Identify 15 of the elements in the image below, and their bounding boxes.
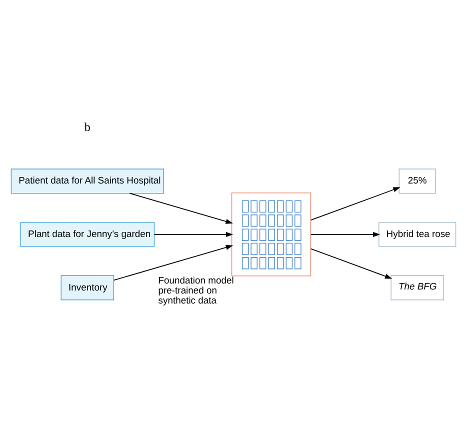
node-box: Plant data for Jenny’s garden xyxy=(20,221,155,246)
arrow xyxy=(310,186,400,220)
node-box: Hybrid tea rose xyxy=(378,221,456,246)
node-box: 25% xyxy=(398,168,436,194)
arrow xyxy=(154,231,234,236)
node-box: Inventory xyxy=(60,274,114,300)
node-box: The BFG xyxy=(390,274,444,300)
arrow xyxy=(129,192,233,224)
label: b xyxy=(84,119,90,134)
arrow xyxy=(310,248,392,278)
node-box: Patient data for All Saints Hospital xyxy=(10,168,164,194)
arrow xyxy=(113,244,234,280)
node-box xyxy=(231,192,312,276)
node-label: Foundation model pre-trained on synthetic data xyxy=(158,274,234,306)
arrow xyxy=(310,231,380,236)
